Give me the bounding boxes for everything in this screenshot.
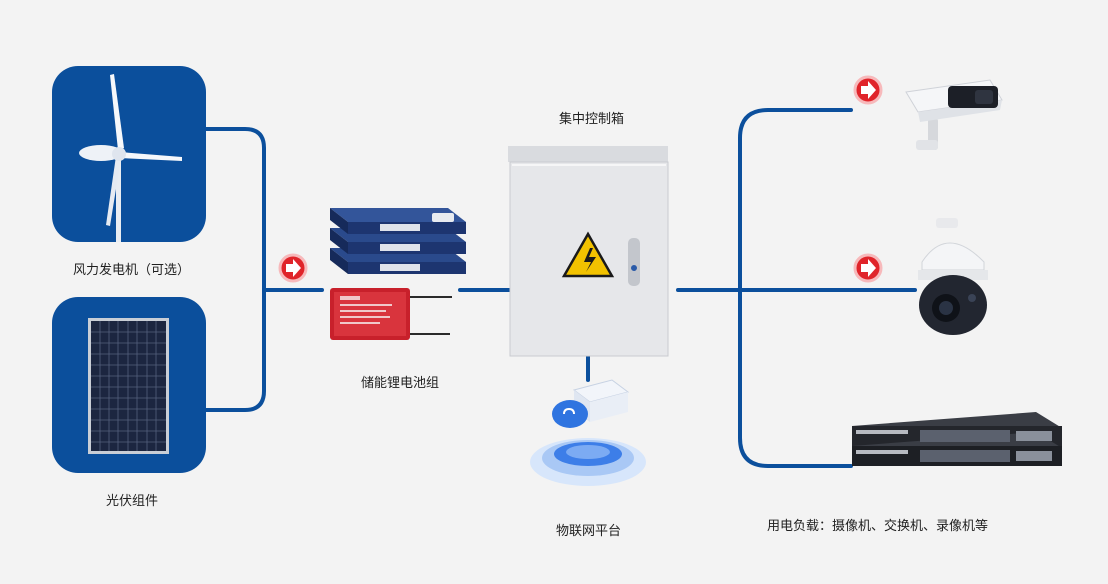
wind-turbine-label: 风力发电机（可选） bbox=[73, 263, 191, 278]
iot-platform-label: 物联网平台 bbox=[556, 524, 622, 539]
wind-connector bbox=[203, 127, 266, 292]
control-cabinet-label: 集中控制箱 bbox=[559, 112, 625, 127]
solar-panel-label: 光伏组件 bbox=[106, 494, 159, 509]
arrow-right-icon bbox=[853, 253, 883, 283]
solar-connector bbox=[203, 288, 266, 412]
loads-label: 用电负载：摄像机、交换机、录像机等 bbox=[767, 519, 989, 534]
arrow-right-icon bbox=[278, 253, 308, 283]
battery-label: 储能锂电池组 bbox=[361, 376, 440, 391]
arrow-right-icon bbox=[853, 75, 883, 105]
